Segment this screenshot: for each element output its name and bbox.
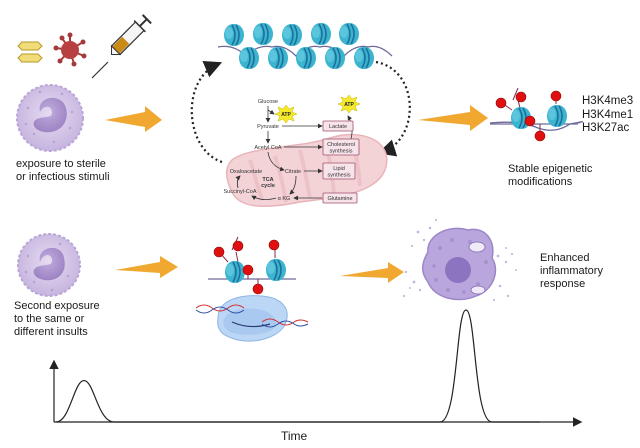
lipid-synthesis-box: Lipid synthesis xyxy=(322,162,356,180)
epigenetic-caption-line2: modifications xyxy=(508,176,573,188)
histone-mark xyxy=(232,240,244,252)
x-axis-label: Time xyxy=(281,429,308,443)
tca-label: TCA xyxy=(262,177,273,183)
histone-mark xyxy=(550,90,562,102)
stimuli-caption: exposure to sterile or infectious stimul… xyxy=(16,158,110,184)
response-caption-line3: response xyxy=(540,278,586,290)
histone-mark xyxy=(213,246,225,258)
svg-text:ATP: ATP xyxy=(281,112,291,118)
histone-mark-h3k27ac: H3K27ac xyxy=(582,122,630,134)
modified-chromatin-top xyxy=(489,87,584,142)
response-graph xyxy=(49,309,583,427)
arrow-3 xyxy=(115,256,178,278)
metabolic-pathway: Glucose Pyruvate Acetyl CoA Oxaloacetate… xyxy=(223,94,361,204)
svg-text:Cholesterol: Cholesterol xyxy=(327,142,355,148)
svg-text:Lipid: Lipid xyxy=(333,166,345,172)
glucose-label: Glucose xyxy=(258,99,278,105)
syringe-icon xyxy=(91,14,152,79)
epigenetic-caption-line1: Stable epigenetic xyxy=(508,163,593,175)
response-caption-line1: Enhanced xyxy=(540,252,590,264)
histone-mark xyxy=(268,239,280,251)
stimuli-caption-line2: or infectious stimuli xyxy=(16,171,110,183)
stimuli-caption-line1: exposure to sterile xyxy=(16,158,106,170)
histone-mark xyxy=(252,283,264,295)
citrate-label: Citrate xyxy=(285,169,301,175)
svg-text:Glutamine: Glutamine xyxy=(327,196,352,202)
virus-icon xyxy=(53,32,87,67)
atp-burst-2: ATP xyxy=(337,94,361,114)
second-exposure-caption: Second exposure to the same or different… xyxy=(14,300,100,339)
second-exposure-line1: Second exposure xyxy=(14,300,100,312)
atp-burst-1: ATP xyxy=(274,104,298,124)
histone-mark-h3k4me1: H3K4me1 xyxy=(582,108,634,121)
succinyl-coa-label: Succinyl-CoA xyxy=(223,189,256,195)
histone-mark xyxy=(534,130,546,142)
histone-marks-list: H3K4me3 H3K4me1 H3K27ac xyxy=(582,95,633,136)
second-exposure-line2: to the same or xyxy=(14,313,85,325)
rna-polymerase-icon xyxy=(195,295,309,342)
chromatin-fiber xyxy=(217,22,393,70)
histone-mark xyxy=(515,91,527,103)
arrow-4 xyxy=(340,262,404,283)
activated-macrophage-icon xyxy=(402,218,517,302)
modified-chromatin-bottom xyxy=(208,236,296,295)
cholesterol-synthesis-box: Cholesterol synthesis xyxy=(322,138,360,156)
pyruvate-label: Pyruvate xyxy=(257,124,279,130)
svg-text:ATP: ATP xyxy=(344,102,354,108)
monocyte-cell-icon xyxy=(16,84,84,152)
feedback-arrow-left xyxy=(190,61,223,164)
arrow-1 xyxy=(105,106,162,132)
response-caption-line2: inflammatory xyxy=(540,265,603,277)
histone-mark-h3k4me3: H3K4me3 xyxy=(582,95,634,107)
histone-mark xyxy=(524,115,536,127)
second-exposure-line3: different insults xyxy=(14,326,88,338)
glutamine-box: Glutamine xyxy=(322,192,358,204)
svg-text:Lactate: Lactate xyxy=(329,124,347,130)
lactate-box: Lactate xyxy=(322,120,354,132)
histone-mark xyxy=(495,97,507,109)
crystal-icon xyxy=(17,41,43,63)
feedback-arrow-right xyxy=(375,60,411,157)
response-caption: Enhanced inflammatory response xyxy=(540,252,603,291)
histone-mark xyxy=(242,264,254,276)
response-curve xyxy=(55,309,540,423)
svg-text:synthesis: synthesis xyxy=(330,149,353,155)
akg-label: α KG xyxy=(278,196,291,202)
oxaloacetate-label: Oxaloacetate xyxy=(230,169,262,175)
acetyl-coa-label: Acetyl CoA xyxy=(254,145,282,151)
monocyte-cell-second-icon xyxy=(17,233,81,297)
epigenetic-caption: Stable epigenetic modifications xyxy=(508,163,592,189)
cycle-label: cycle xyxy=(261,183,275,189)
arrow-2 xyxy=(418,105,488,131)
svg-text:synthesis: synthesis xyxy=(328,173,351,179)
